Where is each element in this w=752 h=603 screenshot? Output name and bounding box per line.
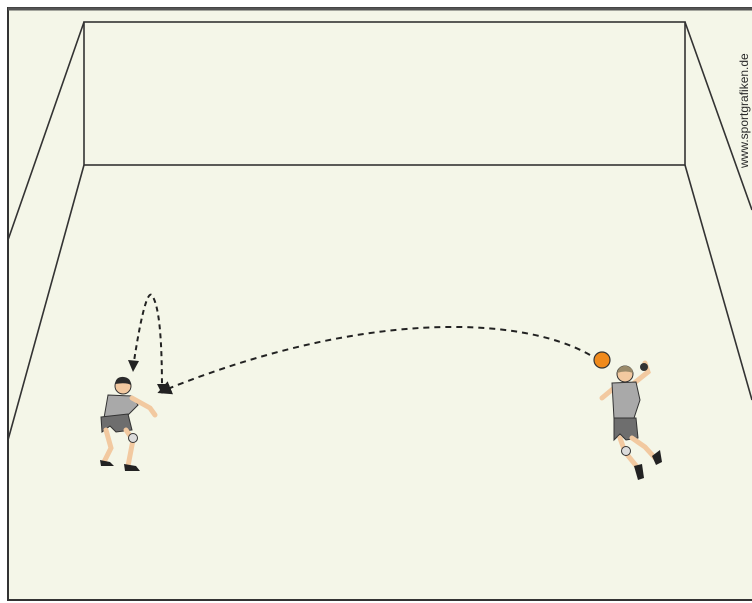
player-left bbox=[100, 376, 158, 471]
player-right bbox=[599, 360, 662, 480]
player-right-shoe-back bbox=[652, 450, 662, 465]
player-left-leg-back bbox=[101, 427, 114, 465]
player-left-arm bbox=[129, 395, 158, 418]
watermark-text: www.sportgrafiken.de bbox=[737, 53, 751, 168]
player-right-shirt bbox=[611, 381, 641, 420]
right-floor-edge bbox=[684, 164, 752, 401]
player-left-shirt bbox=[103, 394, 139, 419]
self-pass-arrow-up bbox=[128, 360, 139, 372]
right-top-edge bbox=[684, 21, 752, 211]
player-left-shoe-front bbox=[124, 464, 140, 471]
ball bbox=[593, 351, 611, 369]
left-top-edge bbox=[7, 21, 85, 241]
player-right-hand bbox=[640, 363, 648, 371]
player-left-hair bbox=[115, 376, 131, 385]
player-right-leg-back bbox=[629, 435, 658, 461]
player-right-shoe-front bbox=[634, 464, 644, 480]
pass-trajectory bbox=[157, 326, 591, 395]
player-right-hair bbox=[617, 365, 633, 373]
self-pass-arrow-down bbox=[157, 384, 167, 394]
left-floor-edge bbox=[7, 164, 85, 441]
player-left-shorts bbox=[100, 413, 133, 433]
player-left-shoe-back bbox=[100, 460, 114, 466]
back-wall bbox=[83, 21, 686, 166]
self-pass-trajectory bbox=[132, 293, 163, 393]
player-left-kneepad bbox=[128, 433, 138, 443]
player-right-shorts bbox=[613, 417, 639, 442]
player-right-kneepad bbox=[621, 446, 631, 456]
